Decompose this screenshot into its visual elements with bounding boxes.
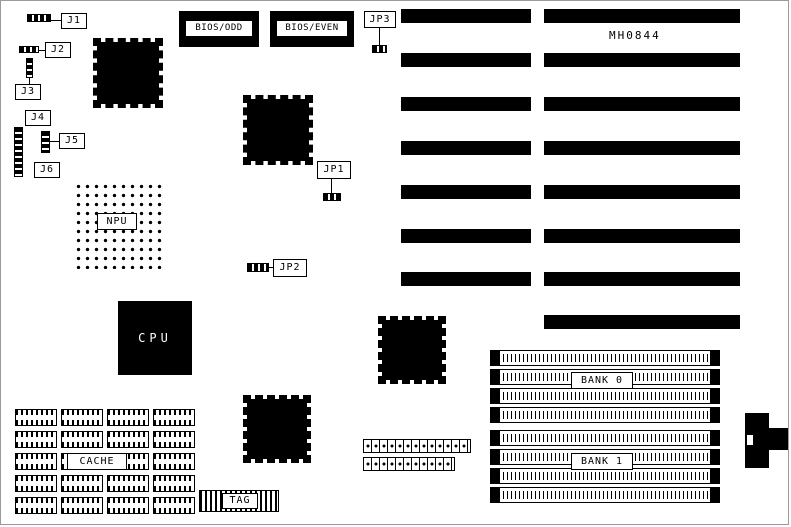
board-id-text: MH0844 bbox=[609, 29, 661, 42]
bios-odd-label: BIOS/ODD bbox=[185, 20, 253, 37]
qfp-chip-2 bbox=[243, 95, 313, 165]
cache-label: CACHE bbox=[67, 453, 127, 470]
isa-slot-2-left bbox=[401, 53, 531, 67]
isa-slot-5-right bbox=[544, 185, 740, 199]
pin-header-bottom bbox=[363, 457, 455, 471]
cache-chip bbox=[107, 497, 149, 514]
cache-chip bbox=[61, 431, 103, 448]
npu-label: NPU bbox=[97, 213, 137, 230]
simm-socket-bank1-3 bbox=[490, 468, 720, 484]
qfp-chip-1 bbox=[93, 38, 163, 108]
label-j1: J1 bbox=[61, 13, 87, 29]
keyboard-connector bbox=[745, 413, 769, 468]
pin-header-top bbox=[363, 439, 471, 453]
keyboard-connector-stub bbox=[767, 428, 788, 450]
label-j5: J5 bbox=[59, 133, 85, 149]
isa-slot-6-left bbox=[401, 229, 531, 243]
isa-slot-1-right bbox=[544, 9, 740, 23]
tag-label: TAG bbox=[222, 493, 258, 509]
bios-odd-chip: BIOS/ODD bbox=[179, 11, 259, 47]
cache-chip bbox=[107, 475, 149, 492]
isa-slot-3-left bbox=[401, 97, 531, 111]
isa-slot-6-right bbox=[544, 229, 740, 243]
cache-chip bbox=[15, 431, 57, 448]
label-j6: J6 bbox=[34, 162, 60, 178]
jumper-j4 bbox=[14, 127, 23, 177]
isa-slot-3-right bbox=[544, 97, 740, 111]
jumper-jp2 bbox=[247, 263, 269, 272]
cache-chip bbox=[107, 409, 149, 426]
cache-chip bbox=[61, 497, 103, 514]
label-jp3: JP3 bbox=[364, 11, 396, 28]
cache-chip bbox=[153, 431, 195, 448]
isa-slot-5-left bbox=[401, 185, 531, 199]
cache-chip bbox=[61, 409, 103, 426]
cache-chip bbox=[153, 453, 195, 470]
bank0-label: BANK 0 bbox=[571, 372, 633, 389]
isa-slot-1-left bbox=[401, 9, 531, 23]
simm-socket-bank0-4 bbox=[490, 407, 720, 423]
isa-slot-7-left bbox=[401, 272, 531, 286]
cpu-label: CPU bbox=[138, 331, 172, 345]
qfp-chip-4 bbox=[243, 395, 311, 463]
label-j3: J3 bbox=[15, 84, 41, 100]
label-j2: J2 bbox=[45, 42, 71, 58]
isa-slot-4-left bbox=[401, 141, 531, 155]
isa-slot-8-right bbox=[544, 315, 740, 329]
isa-slot-7-right bbox=[544, 272, 740, 286]
tag-chip: TAG bbox=[199, 490, 279, 512]
label-j4: J4 bbox=[25, 110, 51, 126]
cache-chip bbox=[153, 409, 195, 426]
cache-chip bbox=[15, 409, 57, 426]
jumper-jp1 bbox=[323, 193, 341, 201]
bios-even-label: BIOS/EVEN bbox=[276, 20, 348, 37]
cache-chip bbox=[153, 497, 195, 514]
simm-socket-bank1-1 bbox=[490, 430, 720, 446]
qfp-chip-3 bbox=[378, 316, 446, 384]
leader-line-j5 bbox=[50, 141, 59, 142]
isa-slot-4-right bbox=[544, 141, 740, 155]
jumper-j2 bbox=[19, 46, 39, 53]
simm-socket-bank0-3 bbox=[490, 388, 720, 404]
jumper-j1 bbox=[27, 14, 51, 22]
connector-notch bbox=[747, 435, 753, 445]
jumper-j3 bbox=[26, 58, 33, 78]
npu-socket: NPU bbox=[73, 181, 165, 269]
leader-line-jp1 bbox=[331, 179, 332, 193]
simm-socket-bank1-4 bbox=[490, 487, 720, 503]
bios-even-chip: BIOS/EVEN bbox=[270, 11, 354, 47]
jumper-j5 bbox=[41, 131, 50, 153]
cache-chip bbox=[61, 475, 103, 492]
leader-line-jp2 bbox=[269, 267, 273, 268]
leader-line-j2 bbox=[39, 50, 45, 51]
cache-chip bbox=[15, 475, 57, 492]
leader-line-jp3 bbox=[379, 28, 380, 45]
leader-line-j3 bbox=[29, 78, 30, 84]
cache-chip bbox=[15, 497, 57, 514]
cache-chip bbox=[15, 453, 57, 470]
isa-slot-2-right bbox=[544, 53, 740, 67]
cache-chip bbox=[153, 475, 195, 492]
cpu-chip: CPU bbox=[118, 301, 192, 375]
simm-socket-bank0-1 bbox=[490, 350, 720, 366]
leader-line-j1 bbox=[51, 20, 61, 21]
label-jp2: JP2 bbox=[273, 259, 307, 277]
cache-chip bbox=[107, 431, 149, 448]
jumper-jp3 bbox=[372, 45, 387, 53]
label-jp1: JP1 bbox=[317, 161, 351, 179]
bank1-label: BANK 1 bbox=[571, 453, 633, 470]
